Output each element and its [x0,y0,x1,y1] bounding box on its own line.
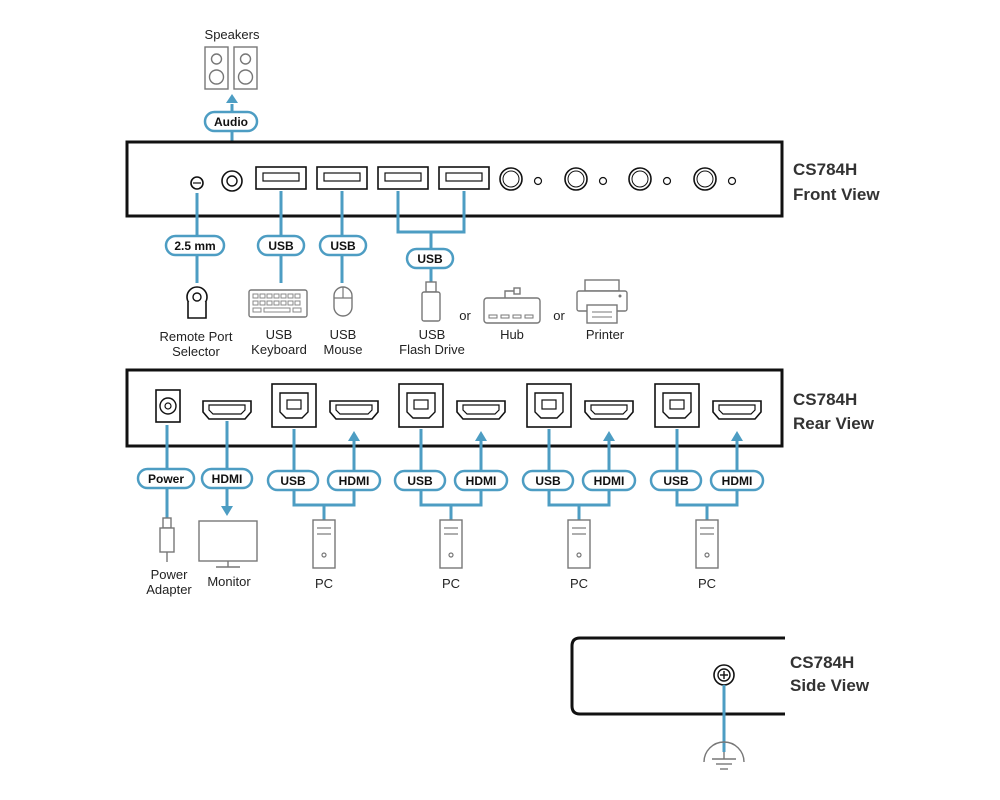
pc-port-group-4 [654,383,762,428]
printer-label: Printer [586,327,625,342]
usb-pill-label: USB [535,474,561,488]
pc-4: PC [695,519,719,591]
pc-label: PC [570,576,588,591]
speakers-device: Speakers [204,27,260,90]
power-adapter-icon [159,517,175,562]
hub-label: Hub [500,327,524,342]
power-adapter-label-line2: Adapter [146,582,192,597]
pc-label: PC [698,576,716,591]
front-view-label: Front View [793,185,880,204]
monitor-label: Monitor [207,574,251,589]
hdmi-out-port [202,400,252,420]
rear-model-label: CS784H [793,390,857,409]
port-select-button-1 [499,167,543,191]
port-select-button-4 [693,167,737,191]
usb-flash-pill: USB [405,247,455,270]
pc-label: PC [442,576,460,591]
mouse-label-line1: USB [330,327,357,342]
usb-port-hub-2 [438,166,490,190]
power-jack [155,389,181,423]
rear-ports [155,383,762,428]
side-model-label: CS784H [790,653,854,672]
flash-drive-icon [421,281,441,322]
speakers-icon [204,46,258,90]
port-select-button-2 [564,167,608,191]
flash-label-line1: USB [419,327,446,342]
usb-pill-label: USB [280,474,306,488]
monitor-icon [198,520,258,568]
usb-port-hub-1 [377,166,429,190]
pc-3: PC [567,519,591,591]
audio-pill-label: Audio [214,115,248,129]
usb-keyboard-pill: USB [256,234,306,257]
mm-pill-label: 2.5 mm [174,239,215,253]
pc-port-group-1 [271,383,379,428]
hdmi-out-pill-label: HDMI [212,472,243,486]
mouse-label-line2: Mouse [323,342,362,357]
speakers-label: Speakers [205,27,260,42]
usb-mouse-pill: USB [318,234,368,257]
pc-tower-icon [567,519,591,569]
hdmi-pill-label: HDMI [339,474,370,488]
keyboard-icon [248,289,308,318]
audio-pill: Audio [203,110,259,133]
pc-tower-icon [695,519,719,569]
power-adapter-label-line1: Power [151,567,189,582]
power-pill-label: Power [148,472,184,486]
ground-screw-icon [713,664,735,686]
usb-port-mouse [316,166,368,190]
usb-keyboard-pill-label: USB [268,239,294,253]
rear-view-title: CS784H Rear View [793,390,875,433]
hdmi-pill-label: HDMI [466,474,497,488]
pc-tower-icon [439,519,463,569]
audio-arrow-icon [226,94,238,103]
or-label-2: or [553,308,565,323]
hub-icon [483,287,541,324]
or-label-1: or [459,308,471,323]
rear-view-label: Rear View [793,414,875,433]
pc-label: PC [315,576,333,591]
remote-label-line1: Remote Port [160,329,233,344]
front-view-title: CS784H Front View [793,160,880,204]
power-pill: Power [136,467,196,490]
hdmi-pill-label: HDMI [594,474,625,488]
pc-port-group-3 [526,383,634,428]
pc-tower-icon [312,519,336,569]
usb-flash-pill-label: USB [417,252,443,266]
pc-1: PC [312,519,336,591]
pc-port-group-2 [398,383,506,428]
usb-pill-label: USB [663,474,689,488]
pc-pills-1: USB HDMI [266,469,382,492]
mouse-icon [333,286,353,317]
usb-port-keyboard [255,166,307,190]
side-view-label: Side View [790,676,870,695]
port-select-button-3 [628,167,672,191]
remote-port-selector-icon [186,286,208,319]
front-model-label: CS784H [793,160,857,179]
mm-pill: 2.5 mm [164,234,226,257]
hdmi-out-pill: HDMI [200,467,254,490]
hdmi-pill-label: HDMI [722,474,753,488]
side-panel [570,636,785,716]
ground-symbol-icon [703,741,745,770]
keyboard-label-line1: USB [266,327,293,342]
pc-pills-4: USB HDMI [649,469,765,492]
pc-pills-2: USB HDMI [393,469,509,492]
side-view-title: CS784H Side View [790,653,870,695]
usb-mouse-pill-label: USB [330,239,356,253]
hdmi-out-arrow-icon [221,506,233,516]
pc-pills-3: USB HDMI [521,469,637,492]
pc-2: PC [439,519,463,591]
front-ports [190,166,737,192]
usb-pill-label: USB [407,474,433,488]
printer-icon [576,279,628,324]
remote-label-line2: Selector [172,344,220,359]
flash-label-line2: Flash Drive [399,342,465,357]
keyboard-label-line2: Keyboard [251,342,307,357]
